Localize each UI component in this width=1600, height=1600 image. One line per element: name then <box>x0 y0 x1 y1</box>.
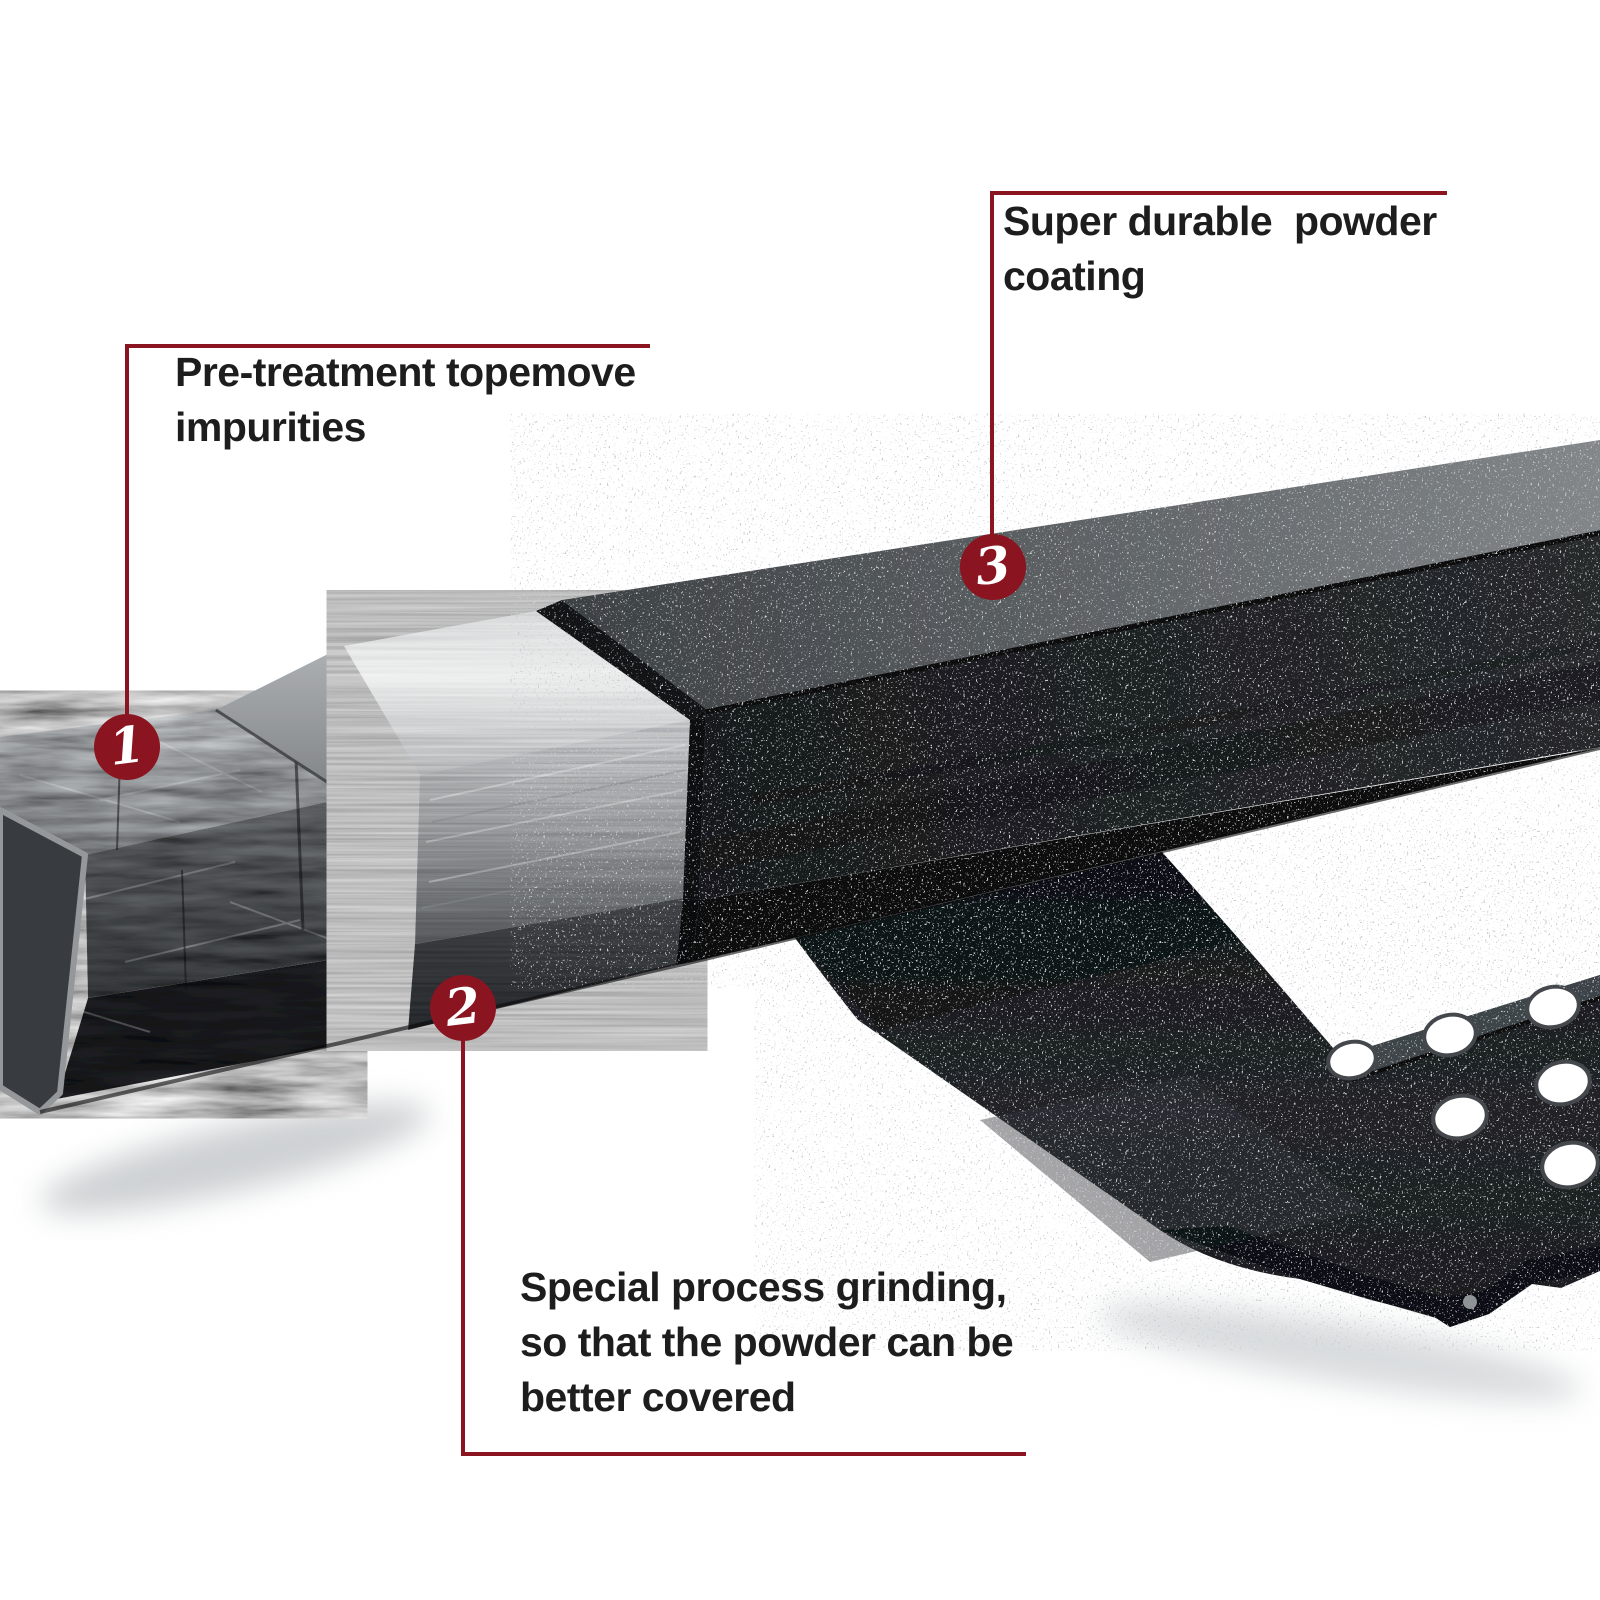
step-plate-bottom-shading <box>1160 1226 1600 1327</box>
step-hole <box>1326 1039 1378 1081</box>
grind-bevel-junction <box>215 646 420 1046</box>
callout-line-1-vertical <box>125 344 129 717</box>
bar-tip-shadow <box>39 1102 431 1214</box>
annotation-label-1: Pre-treatment topemove impurities <box>175 349 636 450</box>
annotation-label-3: Super durable powder coating <box>1003 198 1437 299</box>
step-hole <box>1540 1140 1600 1190</box>
powder-ridge-crease <box>705 530 1600 715</box>
powder-seam-line <box>749 637 1600 805</box>
step-plate-holes <box>1326 984 1600 1309</box>
bevel-underside <box>333 948 412 1046</box>
ground-segment-front-face <box>415 720 690 944</box>
callout-line-3-vertical <box>990 191 994 536</box>
powder-segment-top-face <box>562 440 1600 709</box>
ground-segment-top-face <box>344 611 690 775</box>
raw-segment-top-face <box>0 710 350 855</box>
brushed-streaks <box>421 744 687 909</box>
step-hole <box>1534 1059 1592 1107</box>
bevel-top-face <box>216 646 420 797</box>
step-hole <box>1422 1012 1478 1058</box>
step-plate-sheen <box>980 1075 1370 1262</box>
side-step-bar <box>0 440 1600 1115</box>
callout-line-3-horizontal <box>990 191 1447 195</box>
bevel-crease <box>215 708 351 799</box>
step-plate-shadow <box>1097 1303 1583 1401</box>
shadows <box>39 1102 1583 1401</box>
callout-line-2-horizontal <box>461 1452 1026 1456</box>
powder-front-shadow-band <box>700 662 1600 872</box>
raw-segment-front-face <box>85 797 350 998</box>
annotation-label-2: Special process grinding, so that the po… <box>520 1264 1014 1420</box>
callout-line-2-vertical <box>461 1039 465 1456</box>
step-hole <box>1525 984 1581 1030</box>
raw-metal-segment <box>0 710 350 1099</box>
callout-line-1-horizontal <box>125 344 650 348</box>
powder-junction-crease <box>536 600 706 965</box>
bar-end-cap <box>0 807 88 1115</box>
step-plate-rivet <box>1463 1295 1477 1309</box>
step-hole <box>1431 1093 1489 1141</box>
step-arm-upper-shading <box>795 852 1240 1030</box>
bevel-front-face <box>341 775 420 958</box>
scratch-marks <box>19 741 333 1033</box>
bar-bottom-edge <box>39 746 1600 1114</box>
drop-step-assembly <box>795 852 1600 1327</box>
raw-segment-underside <box>57 958 341 1099</box>
